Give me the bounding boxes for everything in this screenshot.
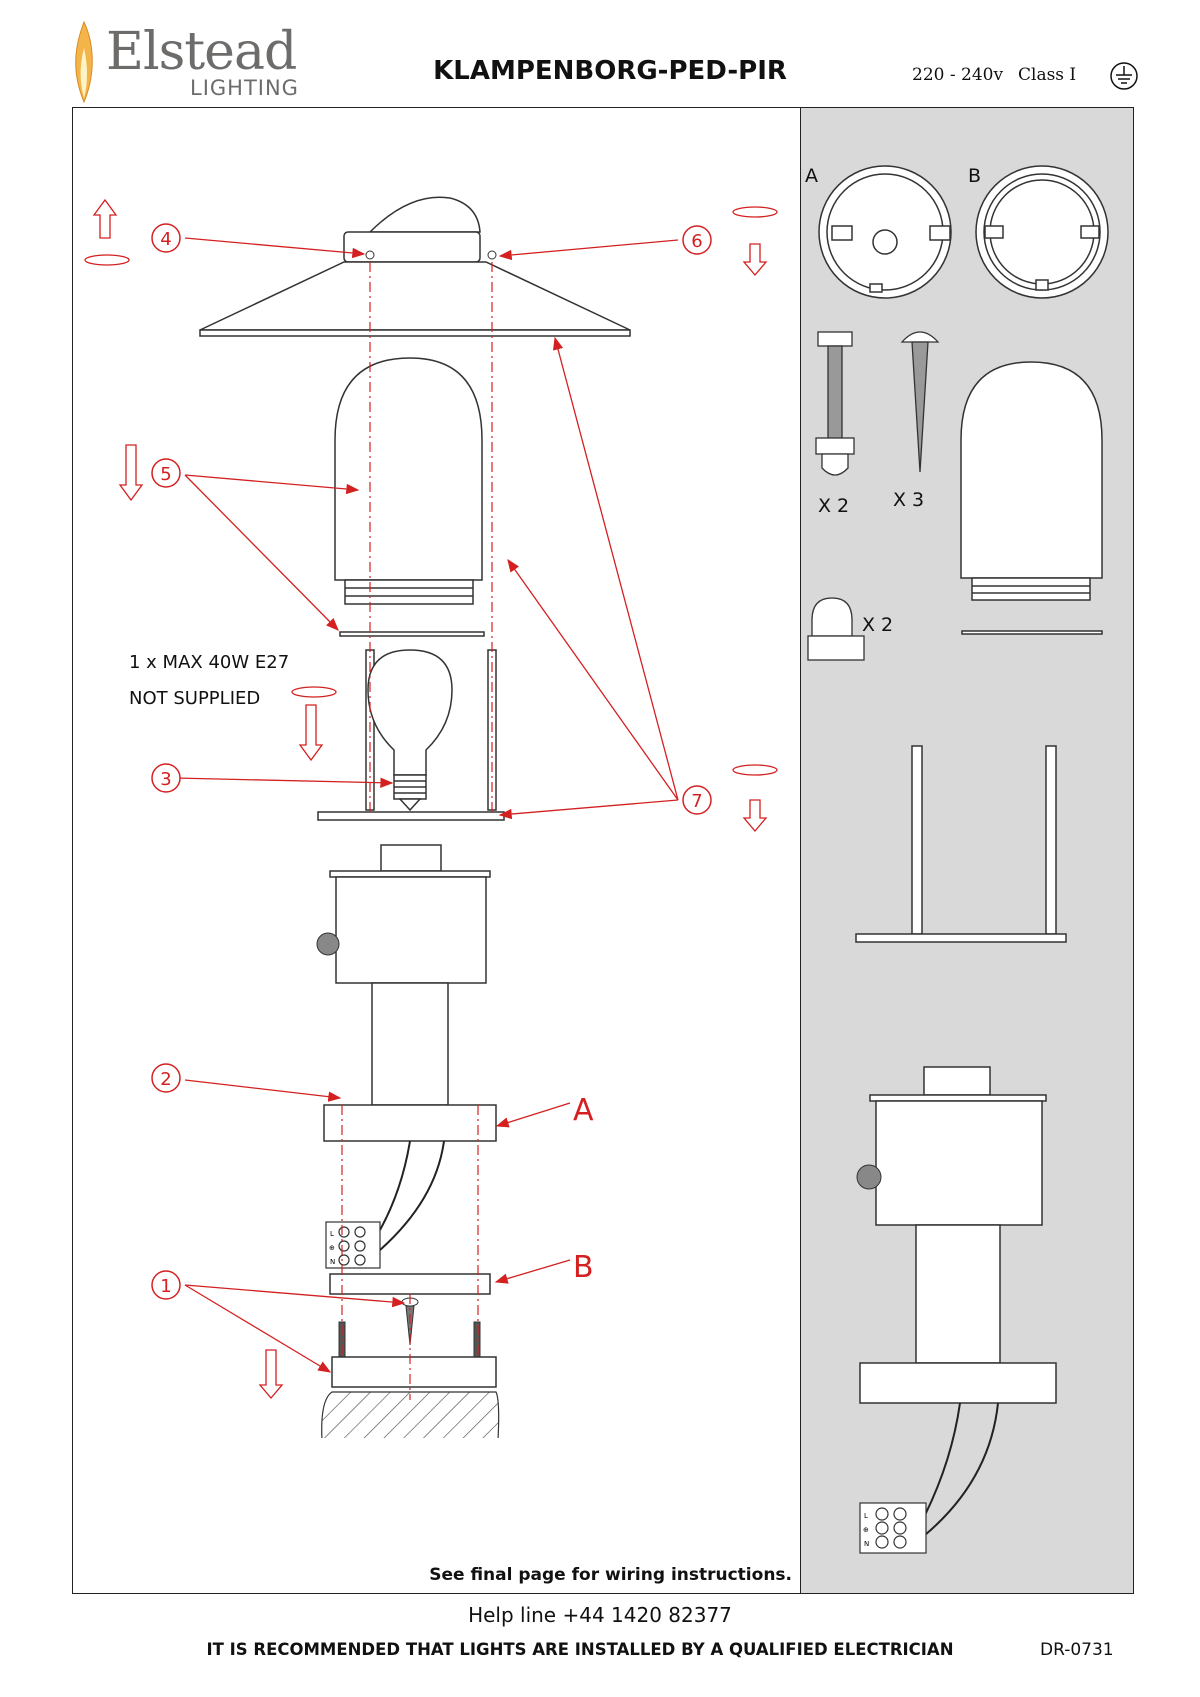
terminal-label-earth: ⊕: [329, 1244, 335, 1252]
parts-wire-2: [924, 1402, 999, 1536]
bulb-note-line1: 1 x MAX 40W E27: [129, 652, 290, 673]
parts-pir-head: [859, 1066, 1057, 1404]
brand-logo: [70, 18, 310, 108]
terminal-label-n: N: [330, 1258, 335, 1266]
parts-cage: [855, 745, 1067, 943]
document-code: DR-0731: [1040, 1640, 1114, 1660]
callout-1: 1: [160, 1276, 171, 1297]
parts-terminal-label-n: N: [864, 1540, 869, 1548]
flame-icon: [75, 20, 93, 104]
callout-circles: [151, 223, 712, 1300]
parts-terminal-block: [859, 1502, 927, 1554]
callout-3: 3: [160, 769, 171, 790]
parts-terminal-label-earth: ⊕: [863, 1526, 869, 1534]
callout-4: 4: [160, 229, 171, 250]
alignment-centrelines: [341, 262, 493, 1400]
parts-bolt-qty: X 2: [818, 495, 849, 517]
pir-sensor-icon: [316, 932, 340, 956]
earth-symbol-icon: [1110, 62, 1138, 90]
class-label: Class I: [1018, 65, 1077, 85]
wiring-note: See final page for wiring instructions.: [429, 1565, 792, 1585]
wire-neutral: [379, 1140, 445, 1251]
canopy-shade: [199, 196, 631, 337]
parts-bolt: [815, 331, 855, 476]
diagram-frame: [72, 107, 1134, 1594]
parts-pir-sensor-icon: [856, 1164, 882, 1190]
base-plinth: [331, 1356, 497, 1388]
top-screw-left: [365, 250, 375, 260]
bulb-note-line2: NOT SUPPLIED: [129, 688, 261, 709]
callout-5: 5: [160, 464, 171, 485]
parts-label-b: B: [968, 165, 981, 187]
parts-cap-qty: X 2: [862, 614, 893, 636]
parts-plate-b: [975, 165, 1109, 299]
wire-live: [379, 1140, 411, 1231]
callout-6: 6: [691, 231, 702, 252]
parts-screw: [900, 331, 940, 473]
brand-subtitle: LIGHTING: [190, 76, 299, 100]
voltage-label: 220 - 240v: [912, 65, 1004, 85]
terminal-label-l: L: [330, 1230, 334, 1238]
page-title: KLAMPENBORG-PED-PIR: [433, 56, 787, 86]
helpline: Help line +44 1420 82377: [468, 1603, 732, 1627]
parts-label-a: A: [805, 165, 818, 187]
direction-arrows: [84, 198, 778, 1400]
part-label-b: B: [573, 1250, 594, 1285]
callout-leaders: [174, 237, 679, 1373]
callout-7: 7: [691, 791, 702, 812]
parts-terminal-label-l: L: [864, 1512, 868, 1520]
electrician-warning: IT IS RECOMMENDED THAT LIGHTS ARE INSTAL…: [206, 1640, 954, 1659]
part-label-a: A: [573, 1093, 594, 1128]
parts-glass: [960, 361, 1103, 635]
glass-diffuser: [334, 357, 485, 637]
parts-cap-nut: [807, 597, 865, 661]
light-bulb: [367, 649, 453, 812]
terminal-block: [325, 1221, 381, 1269]
brand-name: Elstead: [106, 22, 297, 82]
parts-wire-1: [924, 1402, 961, 1516]
parts-screw-qty: X 3: [893, 489, 924, 511]
pir-head: [323, 844, 497, 1142]
mounting-plate-b: [329, 1273, 491, 1295]
parts-base-a: [818, 165, 952, 299]
callout-2: 2: [160, 1069, 171, 1090]
top-screw-right: [487, 250, 497, 260]
